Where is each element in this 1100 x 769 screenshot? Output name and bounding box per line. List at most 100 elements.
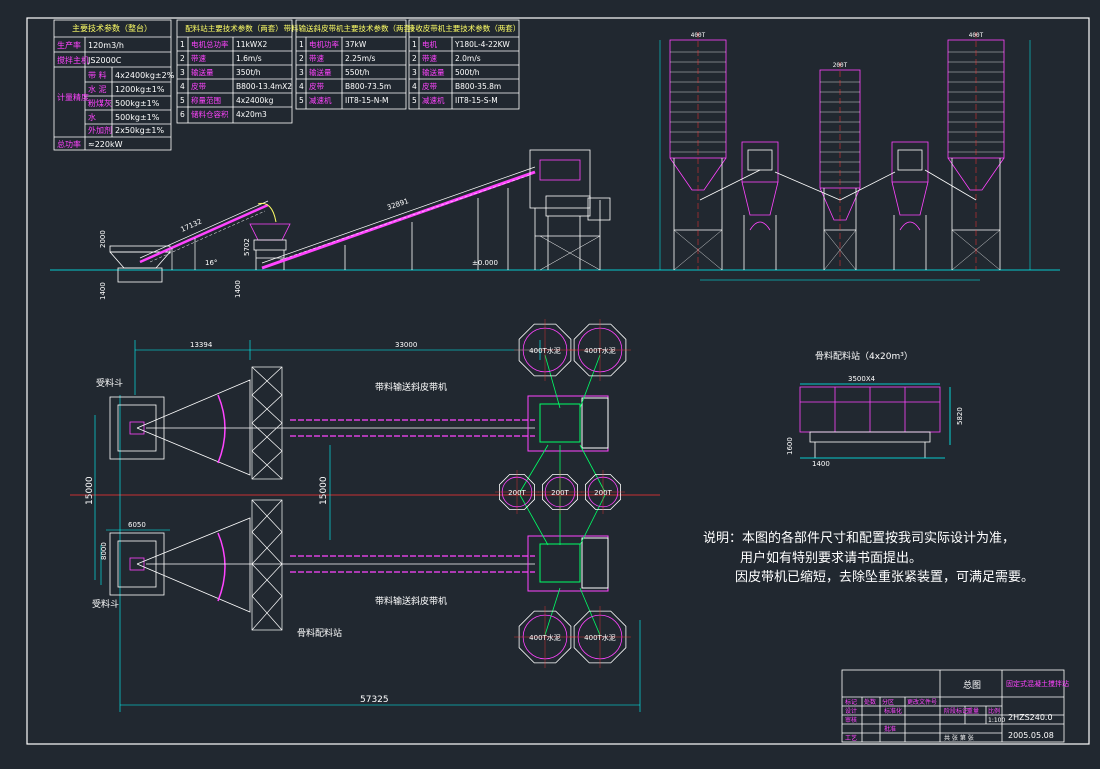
table1-key-0: 生产率: [57, 40, 81, 50]
table4-val-2: 500t/h: [455, 68, 480, 77]
table4-key-1: 带速: [422, 54, 437, 63]
plan-silo-mid-1: 200T: [538, 470, 582, 514]
dim-width-main: 15000: [85, 476, 95, 505]
plan-silo-bottom-0: 400T水泥: [514, 606, 576, 668]
detail-left-dim-1: 1400: [812, 460, 830, 468]
label-hopper-bottom: 受料斗: [92, 598, 119, 610]
table3-num-1: 2: [299, 54, 304, 63]
table3-val-3: B800-73.5m: [345, 82, 391, 91]
dim-left-seg: 13394: [190, 341, 213, 349]
note-line-2: 用户如有特别要求请书面提出。: [740, 550, 922, 566]
table1-key-3: 水 泥: [88, 84, 107, 94]
table2-key-2: 输送量: [191, 67, 214, 77]
table1-val-1: JS2000C: [87, 56, 122, 65]
mixing-tower-plan-top: [527, 395, 609, 452]
silo-elevation-label-2: 400T: [969, 32, 984, 39]
tb-label-stage: 阶段标记: [944, 707, 968, 715]
table3-key-3: 皮带: [309, 81, 324, 91]
table3-key-0: 电机功率: [309, 39, 339, 49]
dim-width-inner: 15000: [319, 476, 329, 505]
mixer-tower-elevation-1: [891, 141, 929, 270]
table3-num-2: 3: [299, 68, 304, 77]
table4-key-0: 电机: [422, 39, 437, 49]
tb-sheet: 共 张 第 张: [944, 734, 974, 742]
dim-hopper-h: 2000: [99, 230, 107, 248]
table3-key-4: 减速机: [309, 95, 332, 105]
table1-key-1: 搅拌主机: [57, 55, 89, 65]
note-line-1: 说明：本图的各部件尺寸和配置按我司实际设计为准，: [703, 530, 1015, 546]
table4-num-1: 2: [412, 54, 417, 63]
detail-top-dim: 3500X4: [848, 375, 876, 383]
dim-hopper-w: 6050: [128, 521, 146, 529]
table2-val-2: 350t/h: [236, 68, 261, 77]
silo-elevation-0: 400T: [669, 32, 727, 271]
fan-feeder-bottom: [136, 517, 251, 613]
mixer-tower-elevation-0: [741, 141, 779, 270]
mixing-tower-left-elevation: [529, 149, 611, 271]
table2-val-0: 11kWX2: [236, 40, 267, 49]
table3-key-1: 带速: [309, 54, 324, 63]
dim-belt2-len: 32891: [386, 197, 410, 212]
tb-label-approve: 批准: [884, 725, 896, 733]
table1-val-5: 500kg±1%: [115, 113, 160, 122]
table2-num-4: 5: [180, 96, 185, 105]
table1-key-4: 粉煤灰: [88, 98, 112, 108]
table2-num-3: 4: [180, 82, 185, 91]
label-hopper-top: 受料斗: [96, 377, 123, 389]
batching-station-plan-top: [251, 366, 283, 480]
batching-station-elevation: [249, 223, 291, 270]
detail-title: 骨料配料站（4x20m³）: [815, 350, 913, 362]
dim-below-2: 1400: [234, 280, 242, 298]
dim-hopper-h: 8000: [100, 542, 108, 560]
table4-val-4: IIT8-15-S-M: [455, 96, 498, 105]
table4-key-3: 皮带: [422, 81, 437, 91]
plan-silo-top-0: 400T水泥: [514, 319, 576, 381]
table1-val-3: 1200kg±1%: [115, 85, 165, 94]
table1-val-4: 500kg±1%: [115, 99, 160, 108]
table1-group: 计量精度: [57, 92, 89, 102]
mixing-tower-plan-bottom: [527, 535, 609, 592]
label-station: 骨料配料站: [297, 627, 342, 639]
table2-num-2: 3: [180, 68, 185, 77]
fan-feeder-top: [136, 379, 251, 476]
silo-elevation-group: 400T 200T 400T: [659, 32, 1031, 281]
table4-val-1: 2.0m/s: [455, 54, 481, 63]
table2-val-5: 4x20m3: [236, 110, 267, 119]
silo-dimensions: [659, 40, 1031, 281]
tb-label-scale: 比例: [988, 707, 1000, 715]
table3-num-3: 4: [299, 82, 304, 91]
tb-scale-value: 1:100: [988, 717, 1005, 724]
table3-val-0: 37kW: [345, 40, 367, 49]
svg-text:200T: 200T: [551, 489, 569, 497]
table3-key-2: 输送量: [309, 67, 332, 77]
table1-val-6: 2x50kg±1%: [115, 126, 165, 135]
table4-num-2: 3: [412, 68, 417, 77]
tb-row-label-2: 分区: [882, 698, 894, 706]
tb-row-label-0: 标记: [845, 698, 857, 706]
silo-elevation-label-0: 400T: [691, 32, 706, 39]
drawing-border-outer: [26, 17, 1090, 745]
table2-key-0: 电机总功率: [191, 39, 229, 49]
tb-label-weight: 重量: [967, 707, 979, 715]
plan-silo-mid-2: 200T: [581, 470, 625, 514]
table3-val-2: 550t/h: [345, 68, 370, 77]
dim-ground-mark: ±0.000: [472, 259, 498, 267]
detail-left-dim-0: 1600: [786, 437, 794, 455]
plan-silo-mid-0: 200T: [495, 470, 539, 514]
svg-text:400T水泥: 400T水泥: [529, 633, 561, 642]
table1-key-2: 带 料: [88, 70, 107, 80]
note-line-3: 因皮带机已缩短，去除坠重张紧装置，可满足需要。: [735, 569, 1034, 585]
tb-label-process: 工艺: [845, 734, 857, 742]
table4-val-0: Y180L-4-22KW: [454, 40, 510, 49]
table4-num-0: 1: [412, 40, 417, 49]
tb-model: 2HZS240.0: [1008, 713, 1053, 722]
dim-right-seg: 33000: [395, 341, 417, 349]
tb-row-label-3: 更改文件号: [907, 698, 937, 706]
silo-elevation-label-1: 200T: [833, 62, 848, 69]
table3-val-1: 2.25m/s: [345, 54, 376, 63]
table2-key-1: 带速: [191, 54, 206, 63]
tb-product: 固定式混凝土搅拌站: [1006, 679, 1069, 688]
svg-text:400T水泥: 400T水泥: [584, 346, 616, 355]
table4-title: 接收皮带机主要技术参数（两套）: [408, 23, 521, 33]
